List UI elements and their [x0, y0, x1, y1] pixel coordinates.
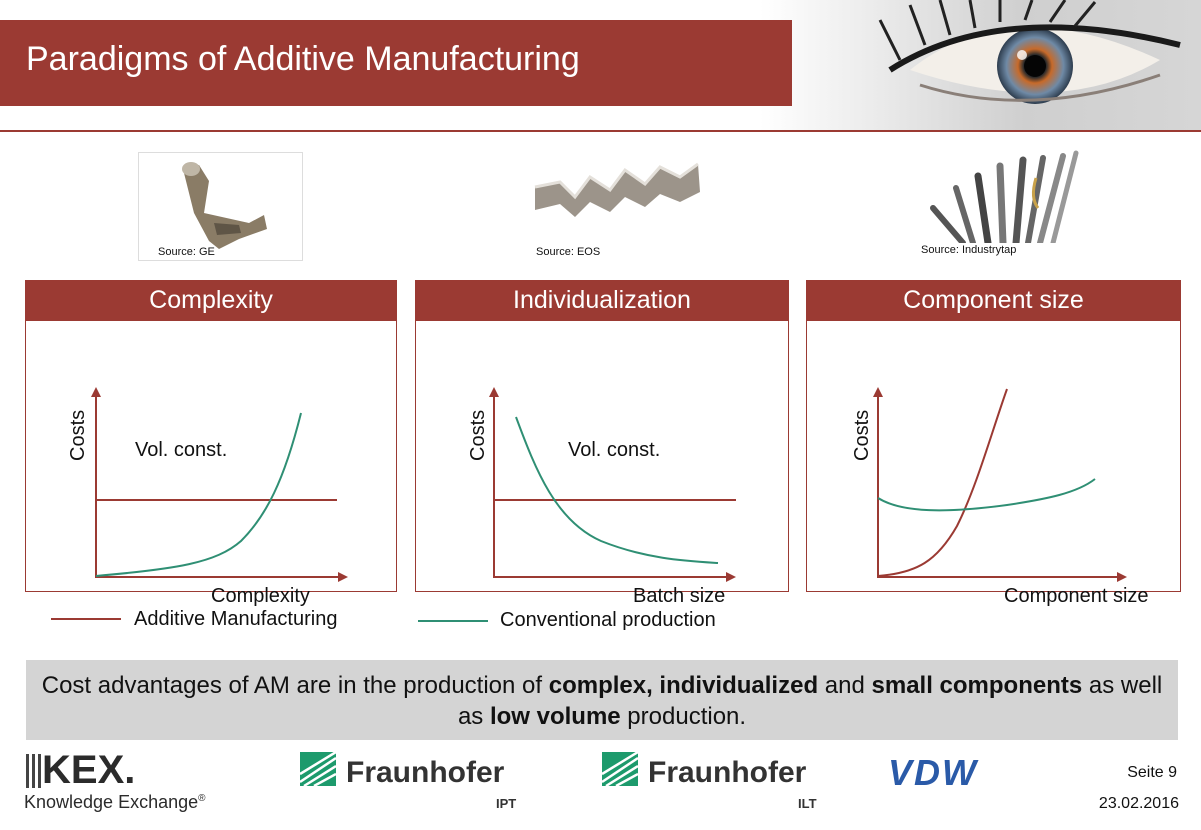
panel-component-size-title: Component size: [806, 280, 1181, 320]
component-size-plot-svg: [873, 387, 1127, 582]
legend-conventional-swatch: [418, 620, 488, 622]
eos-part-image: [534, 162, 700, 217]
individualization-plot-svg: [489, 387, 736, 582]
summary-text-4: production.: [620, 703, 747, 730]
summary-text-1: Cost advantages of AM are in the product…: [41, 672, 549, 699]
summary-text-2: and: [818, 672, 872, 699]
summary-bold-1: complex, individualized: [548, 672, 819, 699]
y-axis-arrow: [873, 387, 883, 397]
x-axis-label: Batch size: [633, 585, 726, 607]
eye-photo: [760, 0, 1201, 132]
fraunhofer-ipt-name: Fraunhofer: [346, 756, 505, 789]
fraunhofer-ipt-logo: Fraunhofer IPT: [300, 752, 525, 812]
fraunhofer-icon: [602, 752, 638, 786]
eye-image: [878, 0, 1181, 104]
conventional-curve: [515, 416, 719, 564]
panel-component-size-plot: Costs Component size: [806, 320, 1181, 607]
title-bar: [0, 20, 792, 106]
summary-text-3: as well as: [457, 672, 1163, 730]
y-axis-label: Costs: [67, 409, 89, 461]
kex-bars-icon: [26, 754, 41, 788]
x-axis-label: Component size: [1004, 585, 1149, 607]
panel-component-size: Component size Costs Component size: [806, 280, 1181, 607]
kex-wordmark: KEX.: [42, 748, 136, 792]
kex-tagline: Knowledge Exchange®: [24, 792, 206, 813]
panel-individualization-plot: Costs Vol. const. Batch size: [415, 320, 789, 607]
y-axis-arrow: [489, 387, 499, 397]
conventional-curve: [95, 412, 302, 577]
x-axis-arrow: [1117, 572, 1127, 582]
legend-am-swatch: [51, 618, 121, 620]
volume-note: Vol. const.: [135, 439, 228, 461]
summary-bold-2: small components: [871, 672, 1083, 699]
y-axis-label: Costs: [467, 409, 489, 461]
summary-box: Cost advantages of AM are in the product…: [26, 660, 1178, 740]
fraunhofer-ilt-unit: ILT: [798, 796, 817, 811]
page-title: Paradigms of Additive Manufacturing: [26, 40, 580, 78]
vdw-logo: VDW: [888, 752, 978, 793]
page-date: 23.02.2016: [1098, 795, 1179, 812]
ge-part-image: [182, 162, 267, 249]
kex-tagline-text: Knowledge Exchange: [24, 792, 199, 812]
fraunhofer-ilt-name: Fraunhofer: [648, 756, 807, 789]
photo-source-industrytap: Source: Industrytap: [921, 244, 1017, 256]
complexity-plot-svg: [91, 387, 348, 582]
photo-ge-part: [138, 152, 303, 261]
fraunhofer-icon: [300, 752, 336, 786]
y-axis-label: Costs: [851, 409, 873, 461]
industrytap-part-image: [930, 150, 1079, 247]
kex-registered-mark: ®: [198, 793, 206, 804]
photo-industrytap-part: [918, 148, 1088, 247]
fraunhofer-ipt-unit: IPT: [496, 796, 517, 811]
conventional-curve: [877, 478, 1096, 512]
photo-source-ge: Source: GE: [158, 246, 215, 258]
header-divider: [0, 130, 1201, 132]
summary-bold-3: low volume: [489, 703, 621, 730]
kex-logo: KEX.: [26, 748, 136, 792]
photo-eos-part: [530, 152, 705, 242]
legend-conventional-label: Conventional production: [500, 609, 716, 631]
panel-individualization-title: Individualization: [415, 280, 789, 320]
y-axis-arrow: [91, 387, 101, 397]
legend-am-label: Additive Manufacturing: [134, 608, 338, 630]
panel-complexity: Complexity Costs Vol. const. Complexity: [25, 280, 397, 607]
x-axis-arrow: [338, 572, 348, 582]
am-curve: [877, 388, 1008, 577]
page-number: Seite 9: [1127, 764, 1177, 781]
fraunhofer-ilt-logo: Fraunhofer ILT: [602, 752, 827, 812]
panel-individualization: Individualization Costs Vol. const. Batc…: [415, 280, 789, 607]
x-axis-arrow: [726, 572, 736, 582]
x-axis-label: Complexity: [211, 585, 310, 607]
volume-note: Vol. const.: [568, 439, 661, 461]
panel-complexity-plot: Costs Vol. const. Complexity: [25, 320, 397, 607]
photo-source-eos: Source: EOS: [536, 246, 601, 258]
panel-complexity-title: Complexity: [25, 280, 397, 320]
